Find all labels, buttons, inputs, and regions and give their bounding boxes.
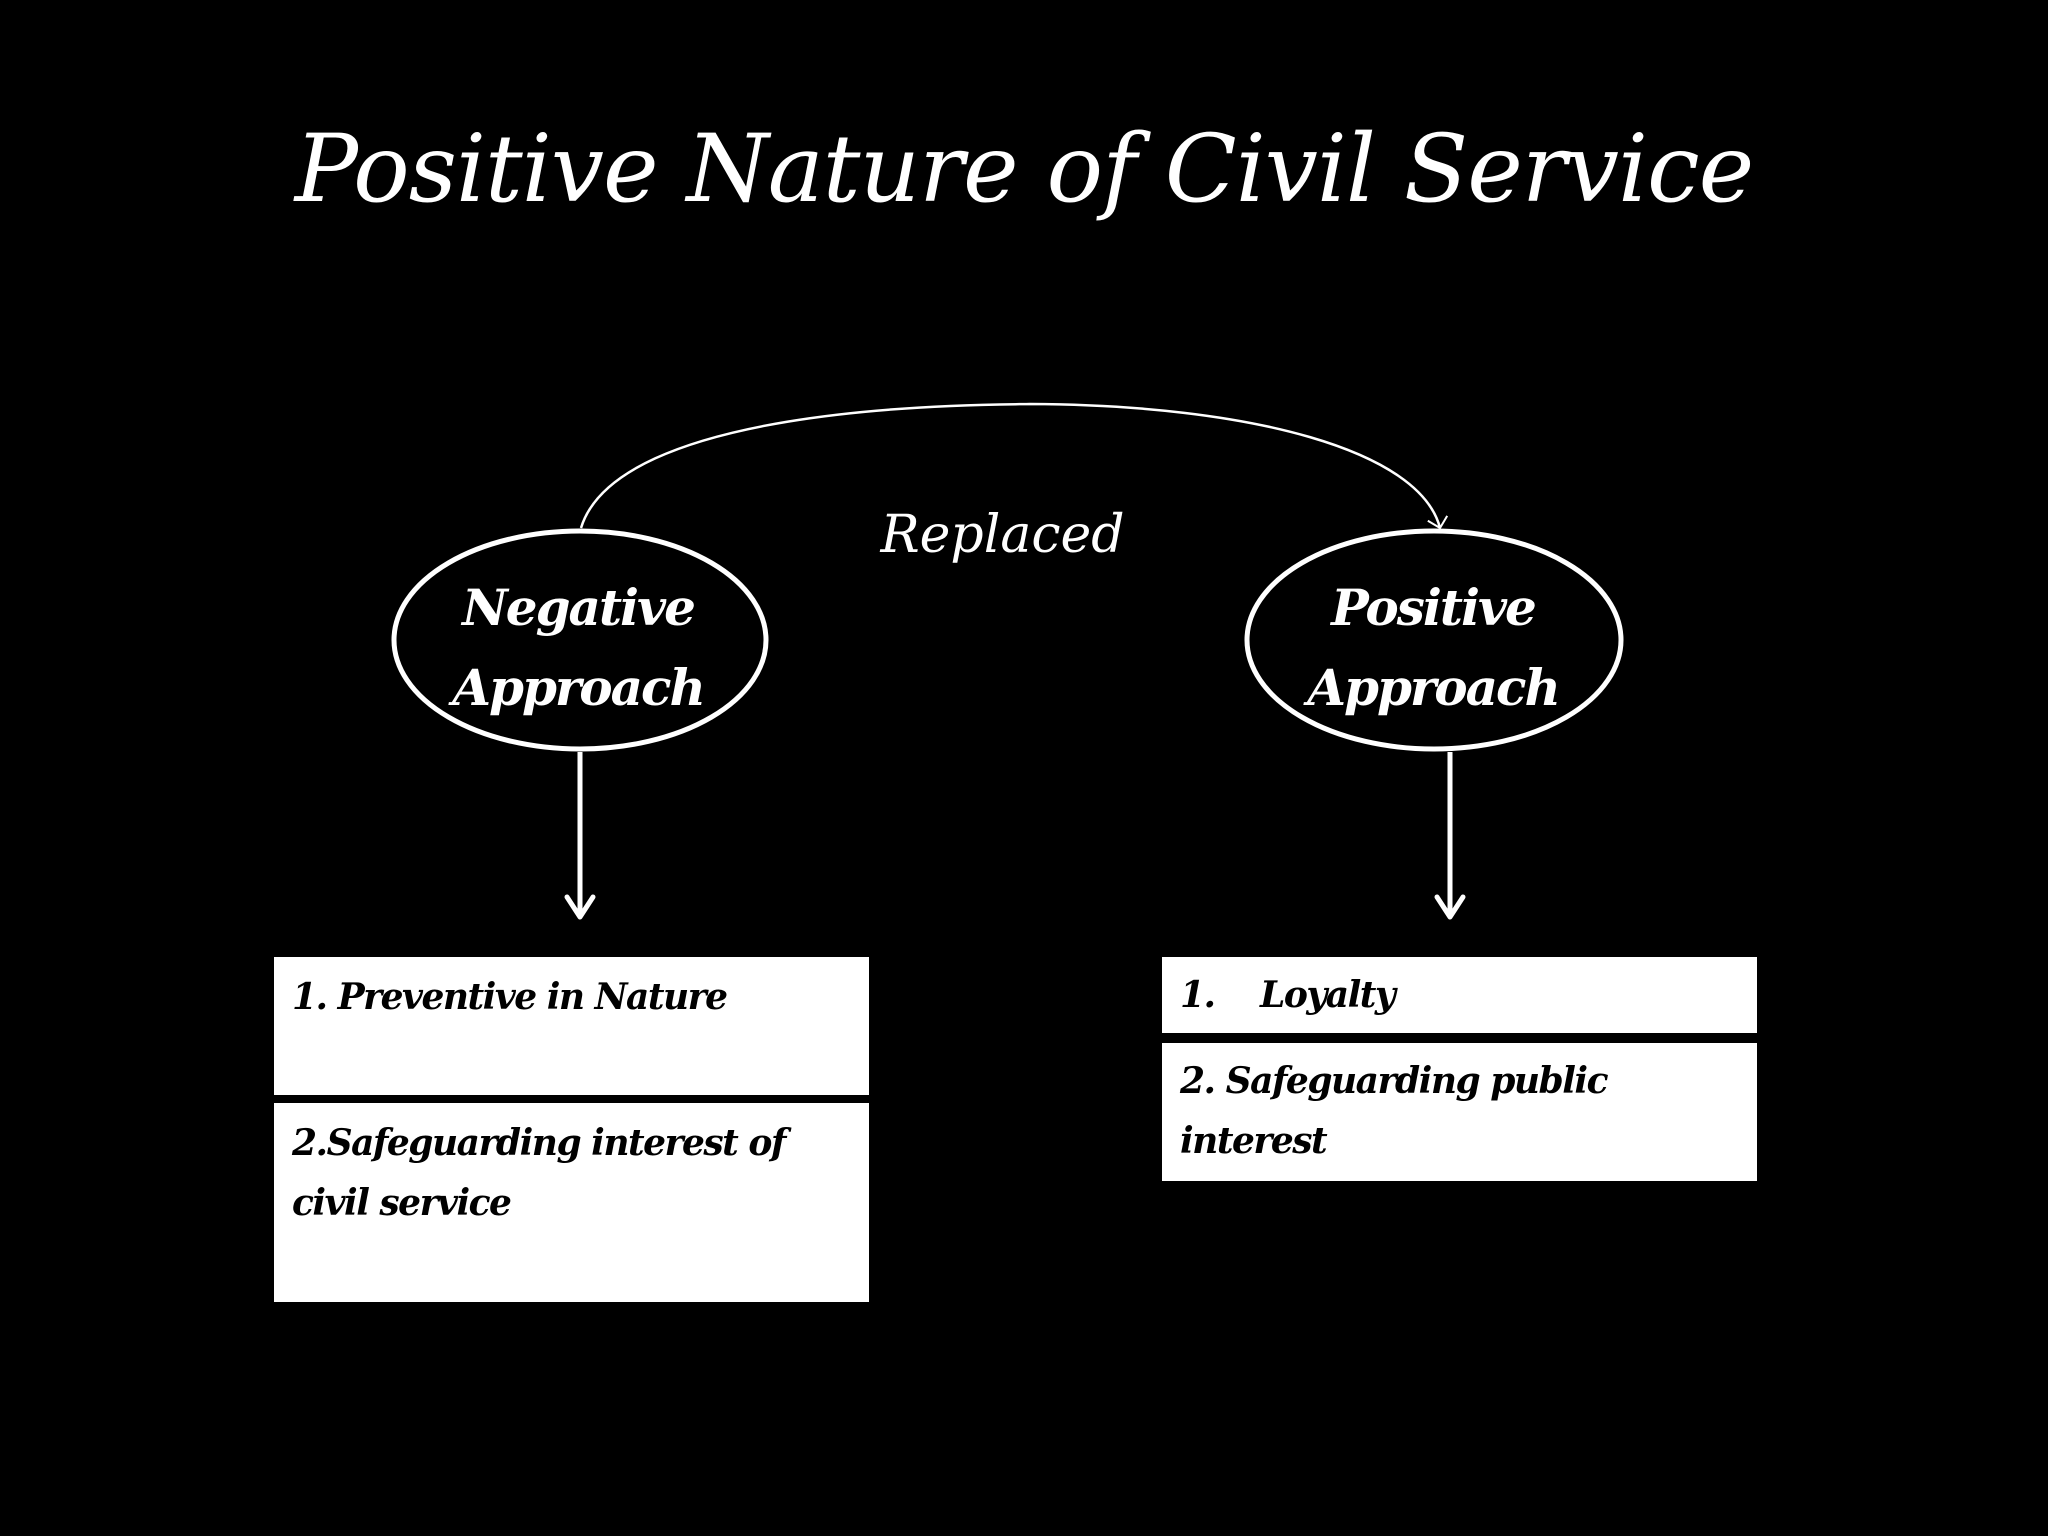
negative-approach-line1: Negative <box>462 578 696 637</box>
negative-approach-node <box>391 528 769 752</box>
positive-approach-label: Positive Approach <box>1248 568 1618 728</box>
negative-item-preventive: 1. Preventive in Nature <box>274 957 869 1095</box>
replaced-label: Replaced <box>880 505 1125 565</box>
negative-down-arrow <box>564 752 596 920</box>
positive-down-arrow <box>1434 752 1466 920</box>
positive-item-loyalty: 1. Loyalty <box>1162 957 1757 1033</box>
loyalty-text: Loyalty <box>1260 974 1396 1016</box>
loyalty-number: 1. <box>1180 974 1216 1016</box>
positive-approach-line2: Approach <box>1307 658 1561 717</box>
slide-title: Positive Nature of Civil Service <box>294 115 1755 224</box>
negative-approach-label: Negative Approach <box>393 568 763 728</box>
positive-approach-node <box>1244 528 1624 752</box>
replaced-arrow <box>579 402 1449 530</box>
negative-approach-line2: Approach <box>452 658 706 717</box>
negative-item-safeguarding: 2.Safeguarding interest of civil service <box>274 1103 869 1302</box>
positive-item-safeguarding: 2. Safeguarding public interest <box>1162 1043 1757 1181</box>
positive-approach-line1: Positive <box>1331 578 1537 637</box>
